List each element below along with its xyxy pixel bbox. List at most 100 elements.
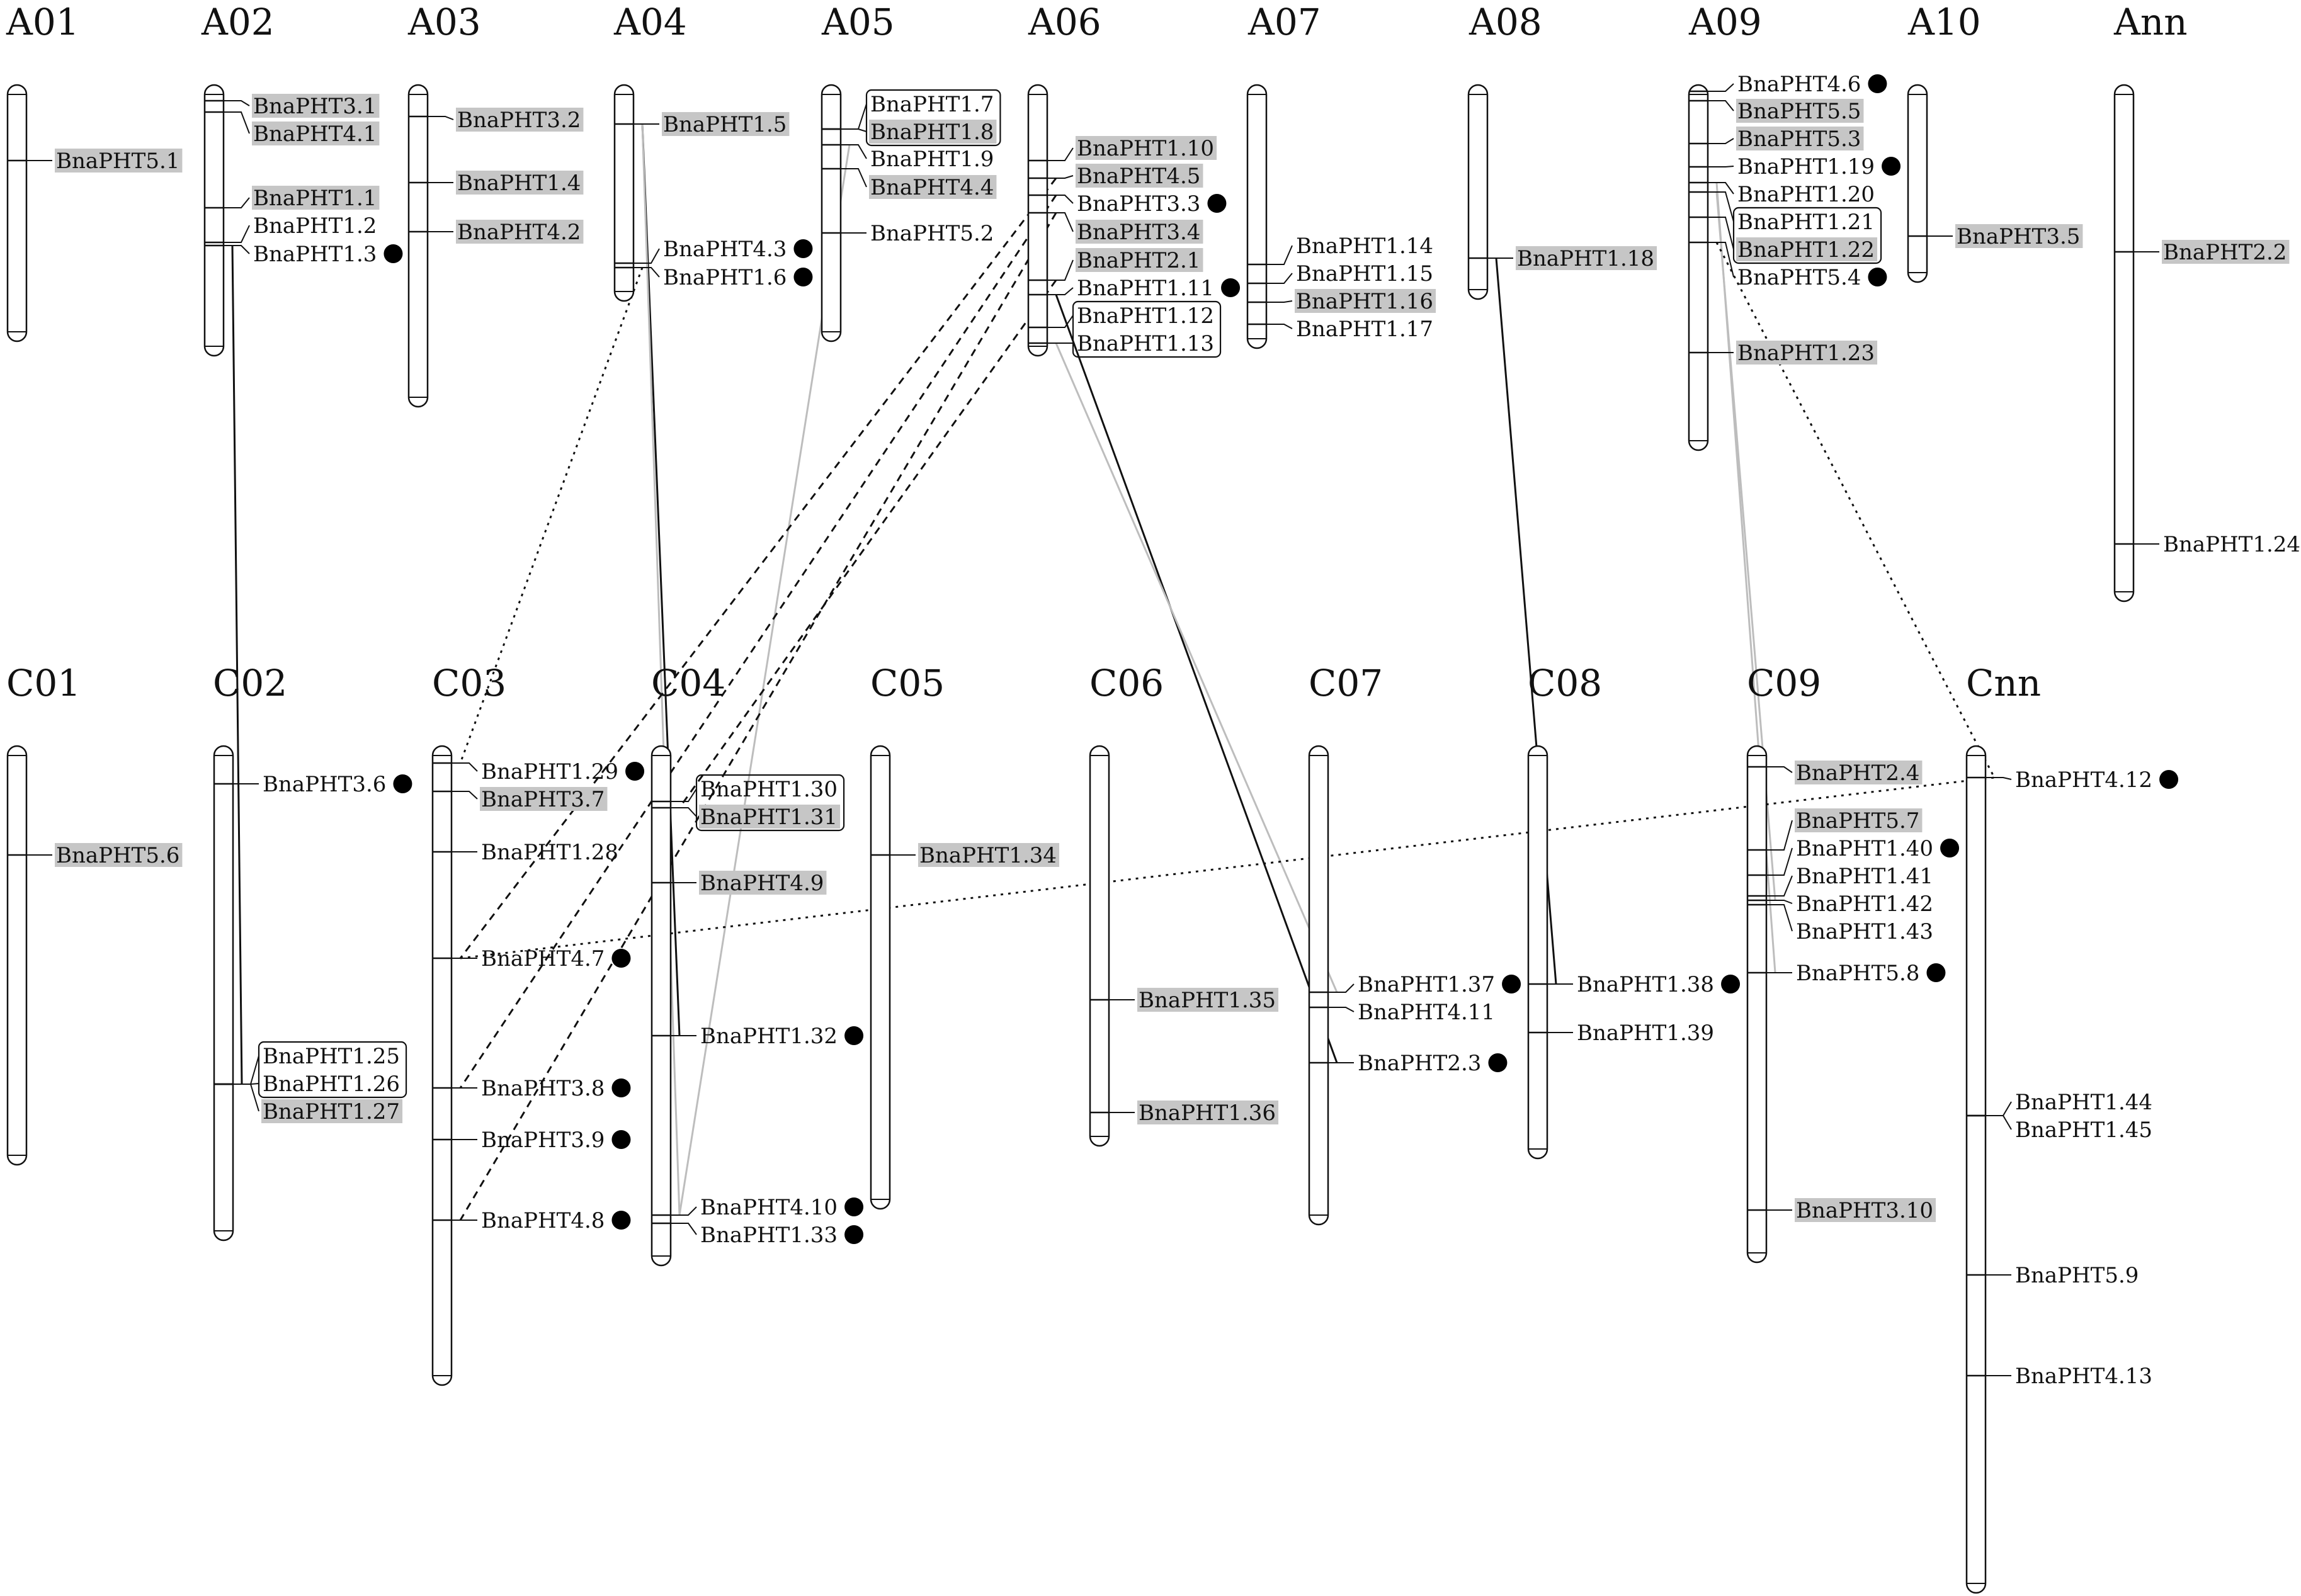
gene-bnapht1-19: BnaPHT1.19: [1689, 154, 1901, 179]
gene-bnapht1-10: BnaPHT1.10: [1028, 136, 1217, 162]
gene-highlight: [480, 787, 608, 811]
gene-bnapht1-16: BnaPHT1.16: [1247, 289, 1436, 314]
chromosome-bar: [1089, 745, 1110, 1147]
gene-bnapht1-3: BnaPHT1.3: [205, 242, 403, 267]
gene-highlight: [1955, 224, 2083, 248]
chromosome-title: A08: [1469, 1, 1542, 43]
gene-bnapht4-10: BnaPHT4.10: [652, 1195, 864, 1220]
gene-label: BnaPHT1.7: [870, 92, 994, 117]
gene-bnapht1-17: BnaPHT1.17: [1247, 317, 1433, 342]
gene-label: BnaPHT1.41: [1796, 864, 1933, 889]
gene-bnapht5-7: BnaPHT5.7: [1747, 808, 1923, 851]
gene-label: BnaPHT4.4: [870, 175, 994, 200]
gene-leader-line: [671, 807, 697, 817]
gene-bnapht5-9: BnaPHT5.9: [1967, 1263, 2139, 1288]
gene-leader-line: [841, 144, 867, 159]
chromosome-bar: [1308, 745, 1329, 1226]
gene-leader-line: [1266, 300, 1293, 303]
gene-dot-marker: [1207, 194, 1227, 213]
tandem-gene-box: [1072, 300, 1222, 358]
chromosome-bar: [870, 745, 891, 1210]
gene-bnapht1-29: BnaPHT1.29: [433, 759, 645, 784]
gene-leader-line: [1708, 83, 1734, 92]
gene-bnapht5-4: BnaPHT5.4: [1689, 241, 1887, 290]
gene-label: BnaPHT3.8: [481, 1076, 605, 1101]
gene-leader-line: [671, 1223, 697, 1235]
gene-label: BnaPHT1.27: [263, 1099, 400, 1124]
gene-label: BnaPHT1.2: [253, 213, 377, 239]
gene-label: BnaPHT2.3: [1358, 1051, 1481, 1076]
gene-leader-line: [452, 762, 478, 772]
gene-dot-marker: [625, 762, 645, 781]
gene-leader-line: [1047, 315, 1074, 328]
gene-bnapht4-9: BnaPHT4.9: [652, 871, 827, 896]
gene-leader-line: [428, 116, 454, 120]
gene-label: BnaPHT1.17: [1296, 317, 1433, 342]
gene-label: BnaPHT2.4: [1796, 761, 1919, 786]
gene-bnapht1-4: BnaPHT1.4: [409, 171, 584, 196]
gene-bnapht1-43: BnaPHT1.43: [1747, 903, 1933, 944]
gene-label: BnaPHT1.10: [1077, 136, 1214, 161]
gene-bnapht1-2: BnaPHT1.2: [205, 213, 377, 244]
gene-label: BnaPHT5.4: [1737, 265, 1861, 290]
chromosome-title: C03: [432, 662, 506, 705]
gene-leader-line: [1986, 777, 2012, 780]
gene-highlight: [662, 112, 790, 136]
gene-label: BnaPHT3.3: [1077, 191, 1200, 217]
chromosome-bar: [2113, 84, 2135, 603]
gene-bnapht3-9: BnaPHT3.9: [433, 1128, 631, 1153]
gene-label: BnaPHT1.25: [263, 1044, 400, 1069]
gene-dot-marker: [844, 1026, 864, 1045]
gene-label: BnaPHT2.2: [2163, 240, 2287, 265]
gene-leader-line: [1766, 820, 1793, 851]
link-bnapht4-5-to-bnapht4-7: [459, 178, 1057, 959]
gene-leader-line: [1047, 212, 1074, 232]
gene-bnapht2-3: BnaPHT2.3: [1309, 1051, 1508, 1076]
chromosome-bar: [213, 745, 234, 1242]
gene-label: BnaPHT1.26: [263, 1072, 400, 1097]
gene-highlight: [1736, 237, 1878, 261]
gene-leader-line: [224, 225, 250, 243]
gene-label: BnaPHT1.43: [1796, 919, 1933, 944]
gene-label: BnaPHT5.6: [56, 843, 179, 868]
gene-label: BnaPHT1.11: [1077, 276, 1214, 301]
gene-bnapht1-23: BnaPHT1.23: [1689, 341, 1878, 366]
chromosome-title: C01: [6, 662, 81, 705]
gene-leader-line: [1266, 273, 1293, 284]
chromosome-title: A03: [407, 1, 481, 43]
gene-label: BnaPHT4.2: [457, 220, 581, 245]
chromosome-c04: C04BnaPHT1.30BnaPHT1.31BnaPHT4.9BnaPHT1.…: [651, 662, 864, 1267]
gene-label: BnaPHT3.7: [481, 787, 605, 812]
gene-bnapht1-24: BnaPHT1.24: [2115, 532, 2300, 557]
gene-dot-marker: [2159, 770, 2179, 789]
gene-label: BnaPHT2.1: [1077, 248, 1200, 273]
gene-dot-marker: [383, 244, 403, 263]
gene-leader-line: [841, 128, 867, 132]
gene-highlight: [252, 186, 380, 210]
gene-bnapht5-2: BnaPHT5.2: [822, 221, 994, 246]
gene-dot-marker: [793, 239, 813, 258]
gene-label: BnaPHT5.3: [1737, 127, 1861, 152]
gene-bnapht1-5: BnaPHT1.5: [615, 112, 790, 137]
gene-label: BnaPHT3.1: [253, 94, 377, 119]
gene-bnapht1-15: BnaPHT1.15: [1247, 261, 1433, 286]
gene-label: BnaPHT4.9: [700, 871, 824, 896]
gene-label: BnaPHT1.4: [457, 171, 581, 196]
chromosome-c02: C02BnaPHT3.6BnaPHT1.25BnaPHT1.26BnaPHT1.…: [213, 662, 412, 1242]
gene-highlight: [1795, 1198, 1936, 1222]
gene-bnapht1-13: BnaPHT1.13: [1028, 331, 1214, 356]
gene-highlight: [1736, 127, 1864, 150]
chromosome-c03: C03BnaPHT1.29BnaPHT3.7BnaPHT1.28BnaPHT4.…: [431, 662, 645, 1386]
gene-bnapht1-31: BnaPHT1.31: [652, 805, 841, 830]
gene-bnapht4-8: BnaPHT4.8: [433, 1208, 631, 1233]
gene-bnapht3-8: BnaPHT3.8: [433, 1076, 631, 1101]
gene-highlight: [1516, 246, 1657, 270]
gene-bnapht3-7: BnaPHT3.7: [433, 787, 608, 812]
link-bnapht1-11-to-bnapht2-3: [1055, 294, 1338, 1063]
gene-bnapht1-11: BnaPHT1.11: [1028, 276, 1241, 301]
chromosome-a06: A06BnaPHT1.10BnaPHT4.5BnaPHT3.3BnaPHT3.4…: [1027, 1, 1241, 358]
